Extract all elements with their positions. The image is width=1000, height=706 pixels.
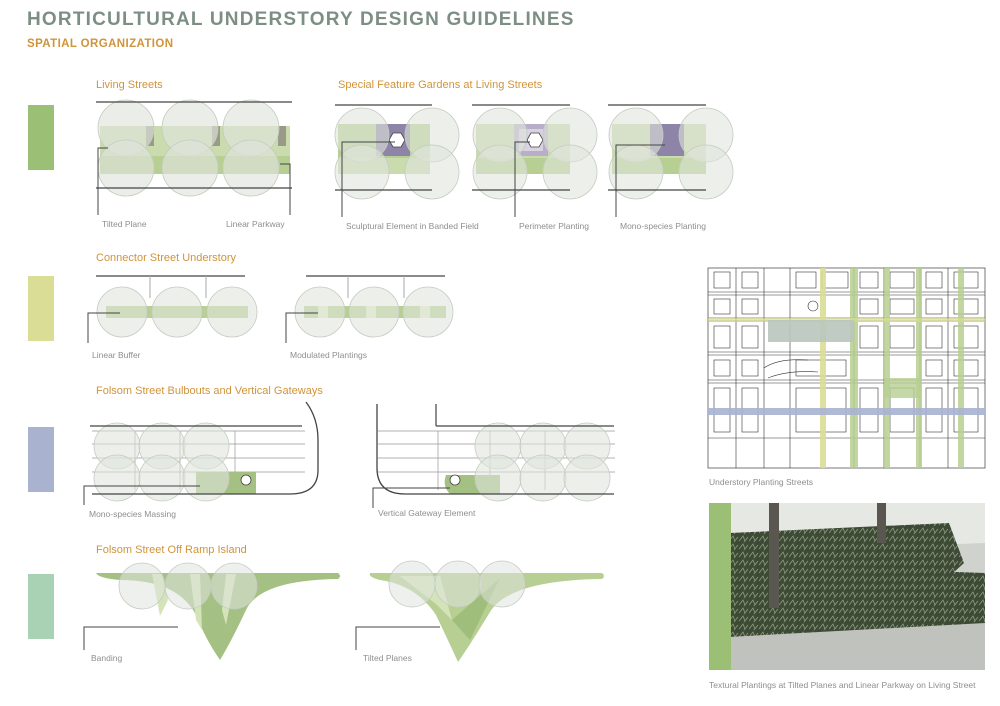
swatch-off-ramp-island [28,574,54,639]
special-feature-diagram-2 [472,104,598,217]
swatch-folsom-bulbouts [28,427,54,492]
swatch-connector-street [28,276,54,341]
section-title-off-ramp: Folsom Street Off Ramp Island [96,544,247,556]
understory-map [707,267,986,469]
label-linear-parkway: Linear Parkway [226,219,285,229]
living-streets-diagram [96,99,292,215]
label-mono-species-massing: Mono-species Massing [89,509,176,519]
label-modulated-plantings: Modulated Plantings [290,350,368,360]
off-ramp-diagram-2 [355,560,604,662]
label-sculptural-element: Sculptural Element in Banded Field [346,221,479,231]
label-perimeter-planting: Perimeter Planting [519,221,589,231]
section-title-living-streets: Living Streets [96,79,163,91]
section-title-special-feature: Special Feature Gardens at Living Street… [338,79,543,91]
page-subtitle: SPATIAL ORGANIZATION [27,38,174,50]
off-ramp-diagram-1 [83,562,340,660]
label-linear-buffer: Linear Buffer [92,350,141,360]
special-feature-diagram-1 [334,104,460,217]
planting-photo [709,503,985,670]
section-title-connector: Connector Street Understory [96,252,237,264]
label-banding: Banding [91,653,123,663]
page-title: HORTICULTURAL UNDERSTORY DESIGN GUIDELIN… [27,9,575,30]
label-tilted-planes: Tilted Planes [363,653,412,663]
label-vertical-gateway: Vertical Gateway Element [378,508,476,518]
map-caption: Understory Planting Streets [709,477,813,487]
folsom-diagram-1 [83,401,319,505]
connector-diagram-1 [87,275,258,343]
swatch-living-streets [28,105,54,170]
label-mono-species-planting: Mono-species Planting [620,221,706,231]
photo-caption: Textural Plantings at Tilted Planes and … [709,680,976,690]
label-tilted-plane: Tilted Plane [102,219,147,229]
special-feature-diagram-3 [608,104,734,217]
connector-diagram-2 [285,275,454,343]
folsom-diagram-2 [372,404,615,508]
section-title-folsom: Folsom Street Bulbouts and Vertical Gate… [96,385,323,397]
